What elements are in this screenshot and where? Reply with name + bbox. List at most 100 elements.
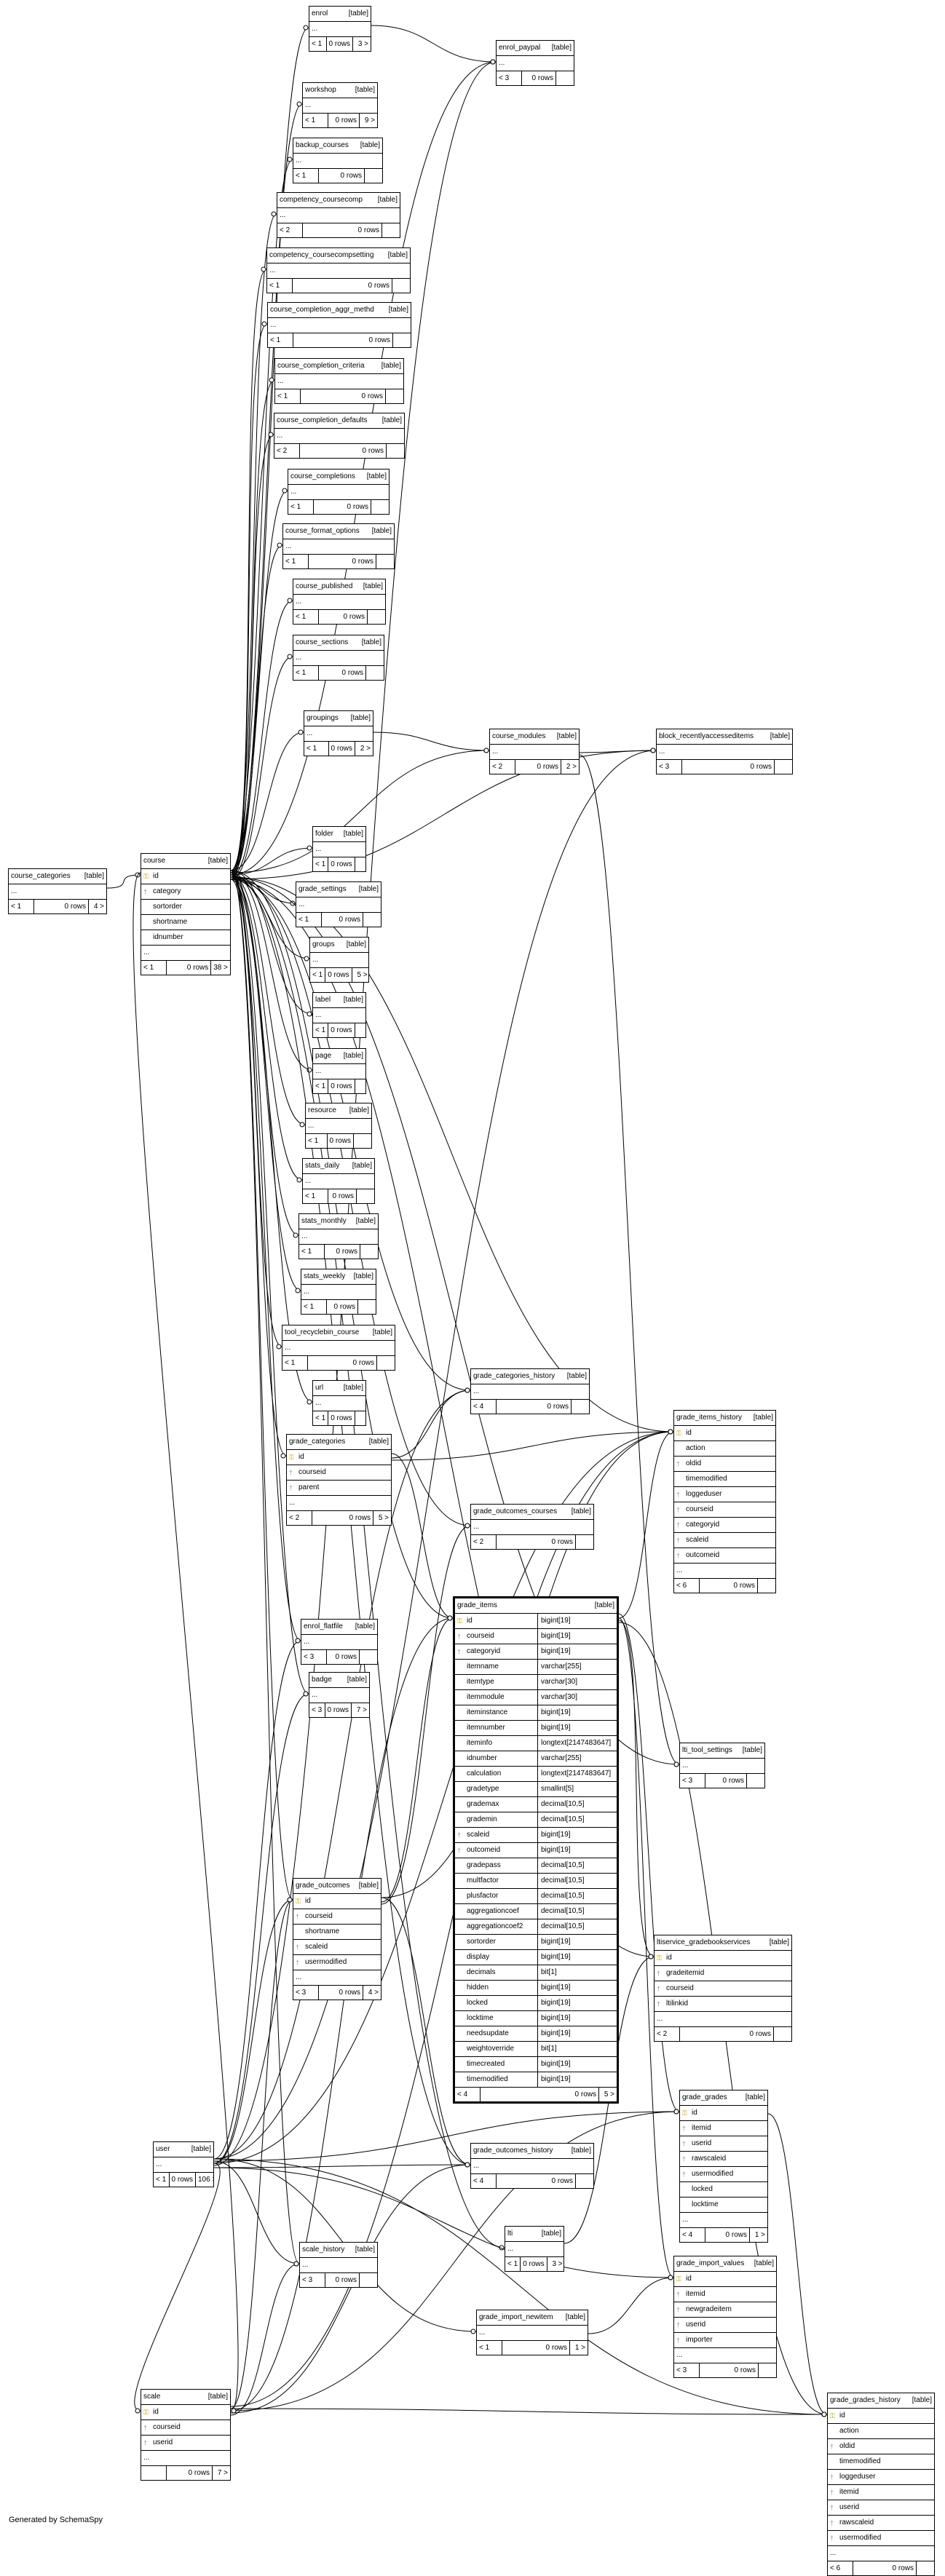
more-columns-row: ... — [154, 2157, 213, 2173]
table-ltiservice-gradebookservices[interactable]: ltiservice_gradebookservices[table]⚿id†g… — [654, 1935, 792, 2042]
row-count: 0 rows — [328, 1023, 355, 1037]
table-course-completion-aggr-methd[interactable]: course_completion_aggr_methd[table]...< … — [267, 302, 411, 348]
column-name: ... — [296, 598, 302, 606]
table-header: competency_coursecomp[table] — [277, 193, 400, 208]
row-count: 0 rows — [312, 1511, 373, 1525]
column-name: ... — [305, 1177, 312, 1185]
table-header: grade_outcomes[table] — [293, 1879, 381, 1894]
column-type: bigint[19] — [537, 1843, 617, 1858]
column-name: calculation — [467, 1769, 502, 1778]
table-block-recentlyaccesseditems[interactable]: block_recentlyaccesseditems[table]...< 3… — [656, 729, 793, 774]
table-kind: [table] — [352, 1162, 372, 1170]
table-kind: [table] — [347, 1676, 367, 1684]
column-row: †courseid — [287, 1465, 391, 1481]
relationship-end-marker — [673, 1761, 679, 1767]
more-columns-row: ... — [313, 1008, 365, 1023]
more-columns-row: ... — [309, 1688, 369, 1703]
foreign-key-icon: † — [676, 2337, 681, 2344]
table-header: groups[table] — [310, 938, 368, 953]
row-count: 0 rows — [293, 333, 393, 347]
table-scale[interactable]: scale[table]⚿id†courseid†userid...0 rows… — [141, 2389, 231, 2481]
table-competency-coursecompsetting[interactable]: competency_coursecompsetting[table]...< … — [266, 247, 411, 293]
table-name: grade_outcomes_courses — [473, 1507, 558, 1515]
column-type: longtext[2147483647] — [537, 1736, 617, 1751]
column-row: †importer — [674, 2333, 776, 2348]
table-grade-import-values[interactable]: grade_import_values[table]⚿id†itemid†new… — [673, 2256, 777, 2378]
column-name: ... — [657, 2015, 663, 2023]
column-name: courseid — [686, 1505, 713, 1513]
relationship-end-marker — [287, 1897, 293, 1903]
relationship-line — [230, 870, 301, 1291]
children-count — [355, 1411, 365, 1425]
more-columns-row: ... — [303, 98, 377, 114]
table-name: scale_history — [302, 2246, 345, 2254]
column-name: scaleid — [305, 1943, 328, 1951]
parents-count: < 3 — [497, 71, 522, 85]
column-name: courseid — [305, 1912, 333, 1920]
table-kind: [table] — [742, 1746, 762, 1754]
table-grade-grades[interactable]: grade_grades[table]⚿id†itemid†userid†raw… — [679, 2090, 768, 2243]
column-row: action — [828, 2424, 934, 2439]
row-count: 0 rows — [328, 1134, 354, 1148]
column-name: id — [305, 1897, 311, 1905]
column-type: bigint[19] — [537, 1644, 617, 1659]
column-name: aggregationcoef2 — [467, 1922, 523, 1930]
table-grade-categories[interactable]: grade_categories[table]⚿id†courseid†pare… — [286, 1434, 392, 1526]
table-name: groupings — [307, 714, 339, 722]
column-name: categoryid — [467, 1647, 501, 1655]
relationship-line — [381, 1897, 471, 2165]
table-header: stats_monthly[table] — [299, 1214, 378, 1229]
column-name: plusfactor — [467, 1892, 499, 1900]
column-name: ... — [312, 1691, 318, 1699]
table-name: enrol — [312, 9, 328, 17]
relationship-line — [230, 656, 293, 880]
more-columns-row: ... — [296, 897, 381, 913]
table-name: course_completion_defaults — [277, 416, 368, 424]
table-kind: [table] — [207, 857, 228, 865]
